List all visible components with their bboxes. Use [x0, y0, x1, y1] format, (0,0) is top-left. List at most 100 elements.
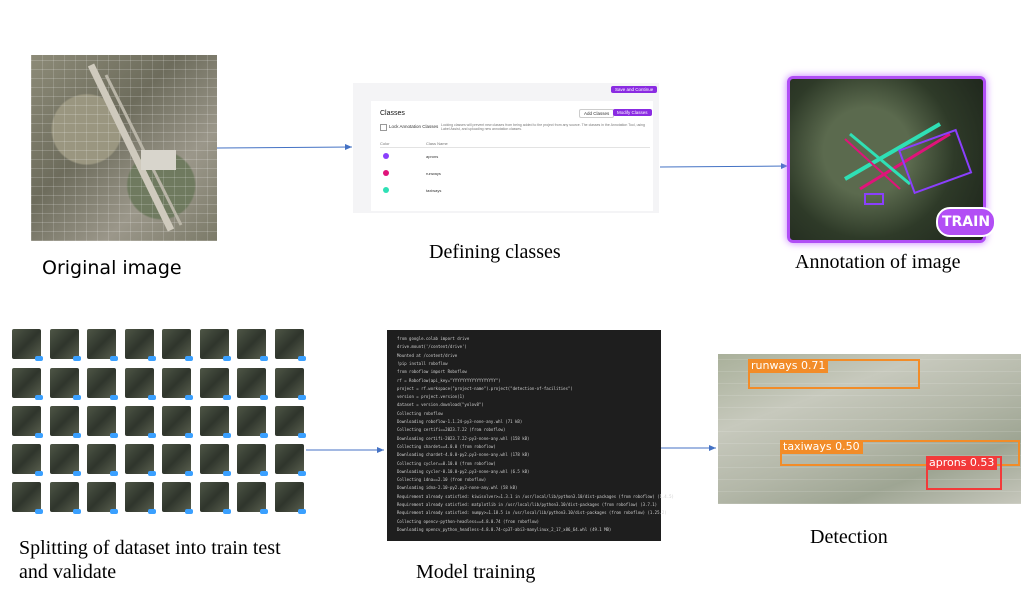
split-tag	[297, 471, 306, 476]
notebook-line: project = rf.workspace("project-name").p…	[397, 385, 573, 391]
dataset-thumbnail	[162, 482, 193, 514]
dataset-thumbnail	[87, 329, 118, 361]
dataset-thumbnail	[12, 444, 43, 476]
split-tag	[297, 395, 306, 400]
save-continue-button[interactable]: Save and Continue	[611, 86, 658, 93]
dataset-thumbnail	[237, 368, 268, 400]
class-name: runways	[426, 171, 441, 176]
dataset-thumbnail	[12, 406, 43, 438]
dataset-thumbnail	[124, 406, 156, 438]
split-tag	[297, 509, 306, 514]
split-tag	[35, 471, 43, 476]
notebook-line: Collecting opencv-python-headless==4.8.0…	[397, 518, 540, 524]
dataset-thumbnail	[199, 444, 231, 476]
lock-checkbox[interactable]	[380, 124, 387, 131]
split-tag	[35, 433, 43, 438]
lock-description: Locking classes will prevent new classes…	[441, 123, 645, 131]
dataset-thumbnail	[12, 329, 43, 361]
notebook-line: rf = Roboflow(api_key="YYYYYYYYYYYYYYYYY…	[397, 377, 501, 383]
dataset-thumbnail	[199, 482, 231, 514]
runways-label: runways 0.71	[748, 359, 829, 373]
split-tag	[72, 471, 81, 476]
dataset-thumbnail	[199, 406, 231, 438]
split-tag	[147, 395, 156, 400]
dataset-thumbnail	[87, 444, 118, 476]
detection-image: runways 0.71 taxiways 0.50 aprons 0.53	[718, 354, 1021, 504]
split-tag	[222, 433, 231, 438]
notebook-line: Downloading opencv_python_headless-4.8.0…	[397, 526, 612, 532]
notebook-line: Requirement already satisfied: numpy>=1.…	[397, 510, 667, 516]
split-tag	[35, 395, 43, 400]
caption-original-image: Original image	[42, 257, 182, 279]
split-tag	[72, 433, 81, 438]
split-tag	[35, 509, 43, 514]
notebook-line: Downloading idna-2.10-py2.py3-none-any.w…	[397, 485, 518, 491]
dataset-thumbnail	[49, 368, 81, 400]
class-color-dot	[383, 153, 389, 159]
caption-annotation: Annotation of image	[795, 251, 961, 273]
notebook-line: Mounted at /content/drive	[397, 352, 458, 358]
notebook-line: Collecting cycler==0.10.0 (from roboflow…	[397, 460, 496, 466]
notebook-line: Collecting roboflow	[397, 410, 443, 416]
dataset-thumbnail	[199, 329, 231, 361]
split-tag	[35, 356, 43, 361]
split-tag	[185, 395, 193, 400]
notebook-line: Requirement already satisfied: kiwisolve…	[397, 493, 674, 499]
notebook-line: Downloading roboflow-1.1.24-py3-none-any…	[397, 419, 523, 424]
dataset-thumbnail	[49, 329, 81, 361]
col-color: Color	[380, 141, 390, 146]
notebook-line: Downloading chardet-4.0.0-py2.py3-none-a…	[397, 452, 530, 458]
dataset-thumbnail	[124, 482, 156, 514]
split-tag	[260, 509, 268, 514]
dataset-thumbnail	[274, 444, 306, 476]
split-tag	[222, 356, 231, 361]
split-tag	[222, 509, 231, 514]
split-tag	[147, 509, 156, 514]
split-tag	[260, 471, 268, 476]
split-tag	[185, 509, 193, 514]
class-color-dot	[383, 170, 389, 176]
dataset-thumbnail	[237, 406, 268, 438]
arrow-classes-to-annotation	[659, 163, 789, 170]
notebook-line: !pip install roboflow	[397, 360, 448, 366]
dataset-thumbnail	[49, 444, 81, 476]
notebook-line: Downloading cycler-0.10.0-py2.py3-none-a…	[397, 468, 530, 474]
header-divider	[380, 147, 650, 148]
caption-defining-classes: Defining classes	[429, 241, 561, 263]
split-tag	[297, 433, 306, 438]
dataset-thumbnail	[49, 406, 81, 438]
classes-title: Classes	[380, 110, 405, 117]
class-name: aprons	[426, 154, 439, 159]
dataset-thumbnail	[237, 482, 268, 514]
taxiways-label: taxiways 0.50	[780, 440, 863, 454]
split-tag	[147, 471, 156, 476]
split-tag	[147, 433, 156, 438]
annotation-image: TRAIN	[787, 76, 996, 243]
caption-detection: Detection	[810, 526, 888, 548]
dataset-thumbnail	[124, 329, 156, 361]
split-tag	[260, 356, 268, 361]
split-tag	[260, 395, 268, 400]
dataset-thumbnail	[274, 482, 306, 514]
dataset-thumbnail	[162, 329, 193, 361]
split-tag	[222, 395, 231, 400]
dataset-thumbnail	[274, 329, 306, 361]
notebook-line: from roboflow import Roboflow	[397, 369, 467, 375]
split-tag	[222, 471, 231, 476]
split-tag	[297, 356, 306, 361]
dataset-grid	[10, 329, 310, 519]
aprons-label: aprons 0.53	[926, 456, 998, 470]
train-badge: TRAIN	[936, 207, 996, 237]
split-tag	[147, 356, 156, 361]
caption-dataset-line2: and validate	[19, 561, 117, 583]
notebook-line: Collecting idna==2.10 (from roboflow)	[397, 477, 487, 483]
col-class-name: Class Name	[426, 141, 448, 146]
modify-classes-button[interactable]: Modify Classes	[613, 109, 652, 116]
dataset-thumbnail	[49, 482, 81, 514]
class-color-dot	[383, 187, 389, 193]
notebook-line: dataset = version.download("yolov8")	[397, 402, 484, 408]
dataset-thumbnail	[162, 368, 193, 400]
split-tag	[110, 356, 118, 361]
add-classes-button[interactable]: Add Classes	[579, 109, 615, 118]
